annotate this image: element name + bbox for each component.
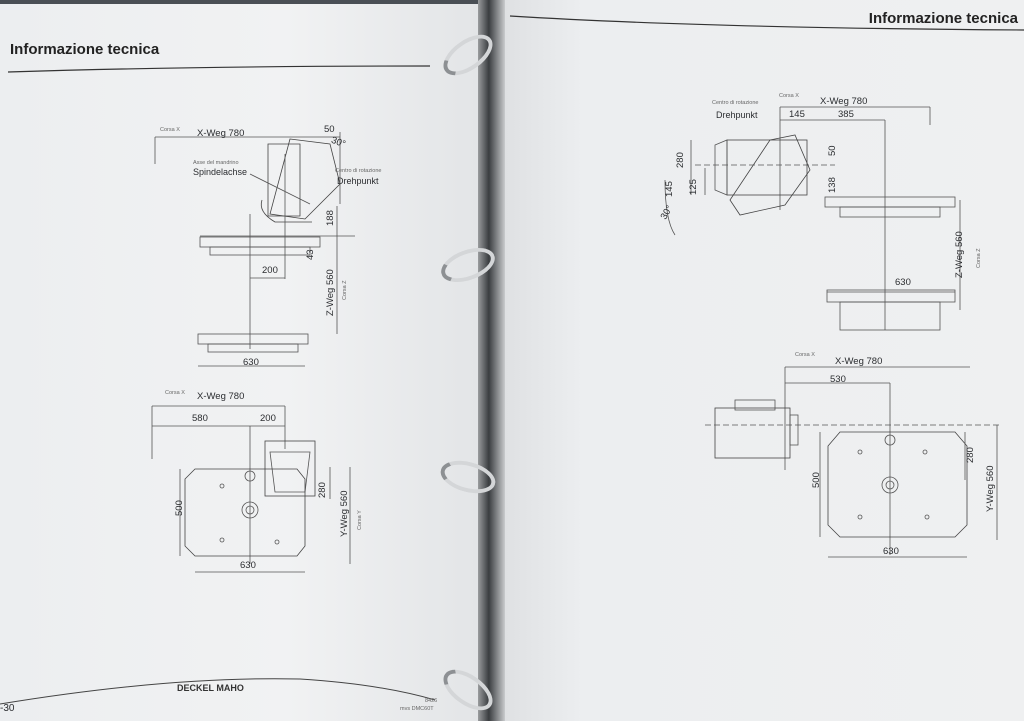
pivot-label: Drehpunkt bbox=[337, 176, 379, 186]
centro-label: Centro di rotazione bbox=[712, 100, 759, 106]
right-manual-page: Informazione tecnica Centro di rotazione… bbox=[505, 0, 1024, 721]
corsa-y-label: Corsa Y bbox=[357, 510, 363, 530]
corsa-z-label: Corsa Z bbox=[342, 280, 348, 300]
dim-280: 280 bbox=[317, 482, 328, 498]
dim-200: 200 bbox=[260, 413, 276, 424]
dim-188: 188 bbox=[325, 210, 336, 226]
dim-145-top: 145 bbox=[789, 109, 805, 120]
dim-125: 125 bbox=[688, 179, 699, 195]
dim-530: 530 bbox=[830, 374, 846, 385]
x-travel-label: X-Weg 780 bbox=[835, 356, 883, 367]
corsa-x-label: Corsa X bbox=[165, 390, 185, 396]
corsa-x-label: Corsa X bbox=[779, 93, 799, 99]
page-title: Informazione tecnica bbox=[868, 10, 1018, 27]
left-manual-page: Informazione tecnica Corsa X X-Weg 780 5… bbox=[0, 4, 478, 721]
z-travel-label: Z-Weg 560 bbox=[325, 269, 336, 316]
dim-630: 630 bbox=[883, 546, 899, 557]
asse-label: Asse del mandrino bbox=[193, 160, 239, 166]
dim-500: 500 bbox=[174, 500, 185, 516]
footer-model: mvs DMC60T bbox=[400, 706, 434, 712]
dim-280: 280 bbox=[675, 152, 686, 168]
page-title: Informazione tecnica bbox=[10, 41, 160, 58]
dim-43: 43 bbox=[305, 249, 316, 260]
corsa-x-label: Corsa X bbox=[160, 127, 180, 133]
dim-630: 630 bbox=[240, 560, 256, 571]
corsa-z-label: Corsa Z bbox=[976, 248, 982, 268]
corsa-x-label: Corsa X bbox=[795, 352, 815, 358]
pivot-label: Drehpunkt bbox=[716, 110, 758, 120]
footer-code: 8426 bbox=[425, 698, 438, 704]
dim-500: 500 bbox=[811, 472, 822, 488]
y-travel-label: Y-Weg 560 bbox=[339, 490, 350, 537]
page-number: -30 bbox=[0, 703, 15, 714]
dim-138: 138 bbox=[827, 177, 838, 193]
footer-brand: DECKEL MAHO bbox=[177, 683, 244, 693]
dim-580: 580 bbox=[192, 413, 208, 424]
dim-200: 200 bbox=[262, 265, 278, 276]
x-travel-label: X-Weg 780 bbox=[197, 391, 245, 402]
dim-50: 50 bbox=[827, 145, 838, 156]
dim-50: 50 bbox=[324, 124, 335, 135]
dim-280: 280 bbox=[965, 447, 976, 463]
x-travel-label: X-Weg 780 bbox=[820, 96, 868, 107]
right-technical-drawings bbox=[509, 15, 1024, 558]
left-technical-drawings bbox=[0, 65, 436, 705]
spindle-axis-label: Spindelachse bbox=[193, 167, 248, 177]
binder-spine bbox=[478, 0, 505, 721]
dim-630: 630 bbox=[895, 277, 911, 288]
z-travel-label: Z-Weg 560 bbox=[954, 231, 965, 278]
centro-label: Centro di rotazione bbox=[335, 168, 382, 174]
dim-630: 630 bbox=[243, 357, 259, 368]
y-travel-label: Y-Weg 560 bbox=[985, 465, 996, 512]
dim-385: 385 bbox=[838, 109, 854, 120]
x-travel-label: X-Weg 780 bbox=[197, 128, 245, 139]
dim-145: 145 bbox=[664, 181, 675, 197]
